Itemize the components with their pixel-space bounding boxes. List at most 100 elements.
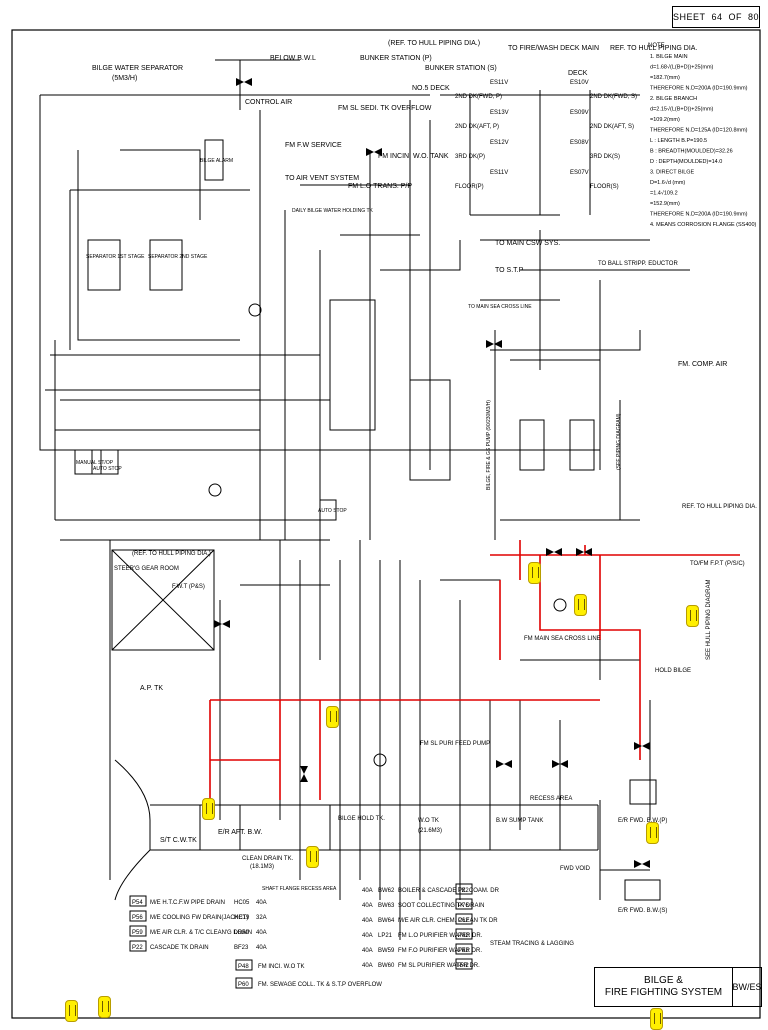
wo-tk-label: W.O TK — [418, 818, 439, 824]
deck-station-code: ES08V — [570, 140, 589, 146]
review-marker[interactable] — [528, 562, 541, 584]
auto-stop-2-label: AUTO STOP — [318, 508, 347, 514]
note-line: THEREFORE N.D=200A (ID=190.9mm) — [650, 86, 748, 92]
note-line: d=1.68√(L(B+D))+25(mm) — [650, 64, 714, 71]
note-line: =109.2(mm) — [650, 117, 680, 123]
bilge-separator-capacity: (5M3/H) — [112, 75, 137, 82]
to-bilge-strip-label: TO BALL STRIPP. EDUCTOR — [598, 261, 678, 267]
ref-tag-box — [235, 977, 253, 989]
pipe-lines — [39, 59, 690, 940]
review-marker[interactable] — [686, 605, 699, 627]
to-stp-label: TO S.T.P — [495, 267, 524, 274]
no5-deck-label: NO.5 DECK — [412, 85, 450, 92]
deck-station-code: ES10V — [570, 80, 589, 86]
sheet-number-box: SHEET 64 OF 80 — [672, 6, 760, 28]
clean-drain-cap: (18.1M3) — [250, 864, 274, 870]
legend-code: HC05 — [234, 900, 250, 906]
title-block: BILGE & FIRE FIGHTING SYSTEM BW/ES — [594, 967, 762, 1007]
er-fwd-s-label: E/R FWD. B.W.(S) — [618, 908, 667, 914]
bunker-s-label: BUNKER STATION (S) — [425, 65, 497, 72]
ref-desc: FM. SEWAGE COLL. TK & S.T.P OVERFLOW — [258, 982, 382, 988]
legend-tag: P62 — [458, 918, 469, 924]
legend-tag: P56 — [132, 915, 143, 921]
legend-code: BW63 — [378, 903, 395, 909]
review-marker[interactable] — [646, 822, 659, 844]
review-marker[interactable] — [202, 798, 215, 820]
title-line-1: BILGE & — [644, 975, 683, 986]
note-line: 2. BILGE BRANCH — [650, 96, 697, 102]
note-line: B : BREADTH(MOULDED)=32.26 — [650, 149, 733, 155]
title-line-2: FIRE FIGHTING SYSTEM — [604, 987, 723, 998]
legend-tag: P22 — [132, 945, 143, 951]
note-line: L : LENGTH B.P=190.5 — [650, 138, 707, 144]
sheet-of: OF — [728, 12, 743, 22]
review-marker[interactable] — [98, 996, 111, 1018]
steam-trace-label: STEAM TRACING & LAGGING — [490, 941, 574, 947]
control-air-label: CONTROL AIR — [245, 99, 292, 106]
note-line: THEREFORE N.D=200A (ID=190.9mm) — [650, 212, 748, 218]
legend-desc: FM L.O PURIFIER WATER DR. — [398, 933, 483, 939]
review-marker[interactable] — [65, 1000, 78, 1022]
legend-desc: FM SL PURIFIER WATER DR. — [398, 963, 480, 969]
legend-tag-box — [455, 913, 473, 925]
separator-1-label: SEPARATOR 1ST STAGE — [86, 254, 145, 260]
legend-size: 40A — [256, 945, 267, 951]
review-marker[interactable] — [326, 706, 339, 728]
legend-desc: FM F.O PURIFIER WATER DR. — [398, 948, 482, 954]
note-line: =152.9(mm) — [650, 201, 680, 207]
legend-size: 40A — [362, 903, 373, 909]
legend-tag-box — [455, 958, 473, 970]
legend-size: 40A — [362, 963, 373, 969]
legend-desc: M/E AIR CLR. CHEM. CLEAN TK DR — [398, 918, 498, 924]
bilge-hold-tk-label: BILGE HOLD TK. — [338, 816, 385, 822]
note-line: d=2.15√(L(B+D))+25(mm) — [650, 106, 714, 113]
ref-hull-3-label: REF. TO HULL PIPING DIA. — [682, 504, 757, 510]
legend-code: BW64 — [378, 918, 395, 924]
review-marker[interactable] — [306, 846, 319, 868]
legend-desc: BOILER & CASCADE TK. COAM. DR — [398, 888, 500, 894]
separator-2-label: SEPARATOR 2ND STAGE — [148, 254, 208, 260]
bilge-fire-pump-label: BILGE, FIRE & GS PUMP (90/230M3/H) — [486, 400, 492, 490]
ref-tag: P48 — [238, 964, 249, 970]
note-line: D=1.6√d (mm) — [650, 179, 685, 186]
legend-tag-box — [129, 895, 147, 907]
to-main-csw-label: TO MAIN CSW SYS. — [495, 240, 560, 247]
legend-tag: P42 — [458, 963, 469, 969]
legend-code: BW60 — [378, 963, 395, 969]
title-code: BW/ES — [732, 982, 762, 992]
legend-size: 40A — [256, 900, 267, 906]
legend-tag: P59 — [132, 930, 143, 936]
ref-tag: P60 — [238, 982, 249, 988]
below-bwl-label: BELOW B.W.L — [270, 55, 316, 62]
hold-bilge-label: HOLD BILGE — [655, 668, 691, 674]
legend-size: 32A — [256, 915, 267, 921]
fire-wash-label: TO FIRE/WASH DECK MAIN — [508, 45, 599, 52]
deck-station-code: ES11V — [490, 80, 508, 86]
bilge-separator-label: BILGE WATER SEPARATOR — [92, 65, 183, 72]
fm-incin-label: FM INCIN. W.O. TANK — [378, 153, 449, 160]
legend-tag: P76 — [458, 903, 469, 909]
legend-tag-box — [455, 898, 473, 910]
legend-tag-box — [129, 910, 147, 922]
legend-tag-box — [129, 940, 147, 952]
review-marker[interactable] — [650, 1008, 663, 1030]
legend-tag: P42 — [458, 933, 469, 939]
legend-tag: P22 — [458, 888, 469, 894]
review-marker[interactable] — [574, 594, 587, 616]
fm-fw-service-label: FM F.W SERVICE — [285, 142, 342, 149]
ref-hull-label-2: REF. TO HULL PIPING DIA. — [610, 45, 697, 52]
recess-area-label: RECESS AREA — [530, 796, 572, 802]
auto-stop-label: AUTO STOP — [93, 466, 122, 472]
deck-station-code: ES12V — [490, 140, 509, 146]
daily-bilge-label: DAILY BILGE WATER HOLDING TK — [292, 208, 374, 214]
bilge-alarm-label: BILGE ALARM — [200, 158, 233, 164]
wo-tk-capacity: (21.6M3) — [418, 828, 442, 834]
deck-station-code: ES09V — [570, 110, 589, 116]
fwt-label: F.W.T (P&S) — [172, 584, 205, 590]
deck-station-label: FLOOR(S) — [590, 184, 619, 190]
deck-station-label: 2ND DK(FWD, S) — [590, 94, 637, 100]
